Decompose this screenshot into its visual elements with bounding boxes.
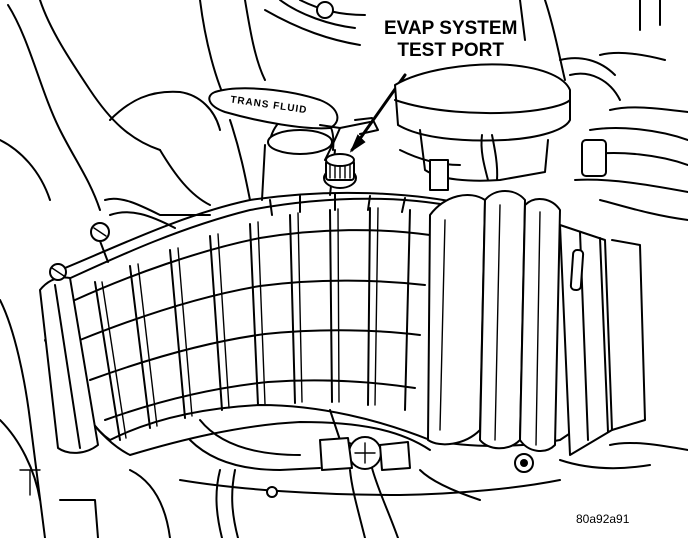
engine-block-outline [0, 0, 266, 538]
right-wiring [559, 0, 688, 221]
duct-ribbing [74, 193, 431, 441]
throttle-body [394, 0, 571, 191]
duct-outlet-clamp [514, 224, 646, 473]
duct-bellows [427, 190, 561, 452]
callout-line-1: EVAP SYSTEM [384, 18, 518, 39]
duct-inlet-clamp [39, 197, 211, 454]
trans-fluid-dipstick: TRANS FLUID [208, 87, 379, 161]
lower-hoses [179, 409, 688, 538]
callout-line-2: TEST PORT [397, 40, 504, 61]
figure-id: 80a92a91 [576, 512, 630, 526]
evap-test-port-callout: EVAP SYSTEM TEST PORT [384, 18, 517, 62]
evap-test-port [323, 153, 357, 189]
lower-left-bracket [59, 469, 171, 538]
